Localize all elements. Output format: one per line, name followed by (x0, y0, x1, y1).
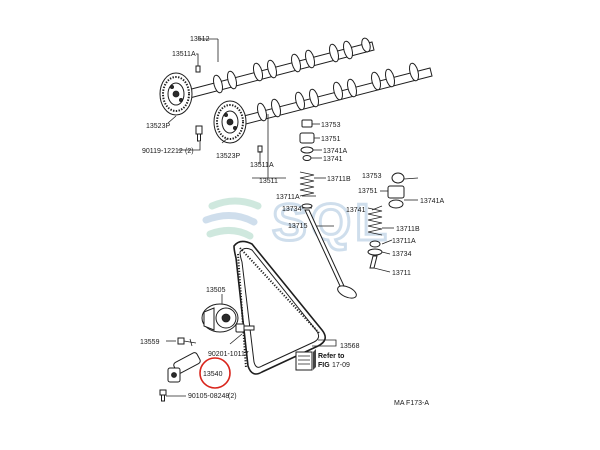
tensioner-bolt (159, 389, 167, 402)
label-90119-qty: (2) (185, 148, 194, 155)
label-13511: 13511 (259, 178, 278, 185)
belt-cover-reference-icon (295, 349, 316, 371)
label-13559: 13559 (140, 339, 160, 346)
watermark-text: SQL (272, 194, 391, 252)
highlight-circle-13540 (199, 357, 231, 389)
label-13741a-right: 13741A (420, 198, 444, 205)
label-13568: 13568 (340, 343, 360, 350)
label-90201-10117: 90201-10117 (208, 351, 249, 358)
knock-pin-upper (195, 65, 201, 73)
camshaft-lower (235, 62, 433, 127)
label-13505: 13505 (206, 287, 226, 294)
label-13753-left: 13753 (321, 122, 341, 129)
illustration-code: MA F173-A (394, 400, 429, 407)
label-13711b-left: 13711B (327, 176, 351, 183)
label-13511a-mid: 13511A (250, 162, 274, 169)
label-13711: 13711 (392, 270, 411, 277)
camshaft-pulley-lower (213, 100, 247, 144)
label-13751-right: 13751 (358, 188, 378, 195)
label-13741a-left: 13741A (323, 148, 347, 155)
label-13715: 13715 (288, 223, 308, 230)
pulley-bolt (195, 125, 203, 142)
label-13753-right: 13753 (362, 173, 382, 180)
label-fig-number: 17-09 (332, 362, 350, 369)
label-13711a-left: 13711A (276, 194, 300, 201)
label-13734-right: 13734 (392, 251, 412, 258)
label-refer-to: Refer to (318, 353, 344, 360)
idler-bolt (235, 323, 255, 333)
camshaft-upper (179, 37, 375, 101)
watermark-logo: SQL (202, 193, 391, 254)
label-90119-12212: 90119-12212 (142, 148, 183, 155)
label-13512: 13512 (190, 36, 210, 43)
tensioner-spring (177, 337, 197, 347)
label-90105-08248: 90105-08248 (188, 393, 229, 400)
idler-pulley (201, 303, 239, 333)
label-13741-right: 13741 (346, 207, 366, 214)
label-13523p-left: 13523P (146, 123, 170, 130)
part-number-labels: 13512 13511A 13523P 90119-12212 (2) 1352… (140, 36, 444, 407)
valve-assembly-right (367, 172, 405, 269)
label-90105-qty: (2) (228, 393, 237, 400)
label-13511a-upper: 13511A (172, 51, 196, 58)
label-13523p-mid: 13523P (216, 153, 240, 160)
label-13734-left: 13734 (282, 206, 302, 213)
valve-assembly-left (299, 119, 357, 299)
label-13540: 13540 (203, 371, 223, 378)
camshaft-pulley-upper (159, 72, 193, 116)
label-fig: FIG (318, 362, 330, 369)
label-13711a-right: 13711A (392, 238, 416, 245)
label-13741-left: 13741 (323, 156, 343, 163)
leader-lines (166, 38, 419, 397)
label-13751-left: 13751 (321, 136, 341, 143)
timing-belt-tensioner (167, 352, 201, 383)
label-13711b-right: 13711B (396, 226, 420, 233)
timing-belt (233, 240, 326, 375)
